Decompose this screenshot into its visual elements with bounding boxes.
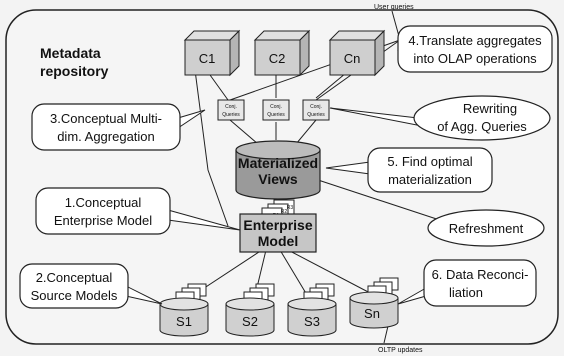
callout-text-line1: 2.Conceptual <box>36 270 113 285</box>
source-label: S3 <box>304 314 320 329</box>
callout-text-line1: Rewriting <box>463 101 517 116</box>
callout-text-line2: into OLAP operations <box>413 51 537 66</box>
source-label: Sn <box>364 306 380 321</box>
oltp-updates-arrow <box>383 325 389 344</box>
user-queries-label: User queries <box>374 4 414 11</box>
callout-data-reconciliation: 6. Data Reconci- liation <box>397 259 537 307</box>
materialized-views-cylinder: Materialized Views <box>235 140 321 200</box>
conj-queries-1: Conj. Queries <box>217 99 245 121</box>
source-s1: S1 <box>159 283 209 337</box>
cube-c1: C1 <box>183 29 241 77</box>
cube-label: C1 <box>199 51 216 66</box>
callout-text-line2: Enterprise Model <box>54 213 152 228</box>
callout-optimal-materialization: 5. Find optimal materialization <box>325 147 493 193</box>
callout-enterprise-model: 1.Conceptual Enterprise Model <box>35 187 241 235</box>
conj-queries-line1: Conj. <box>270 104 282 110</box>
repository-title-line1: Metadata <box>40 45 101 61</box>
callout-text-line1: 3.Conceptual Multi- <box>50 111 162 126</box>
source-label: S1 <box>176 314 192 329</box>
conj-queries-line1: Conj. <box>310 104 322 110</box>
source-s2: S2 <box>225 283 275 337</box>
cube-label: Cn <box>344 51 361 66</box>
enterprise-model-line2: Model <box>258 233 298 249</box>
page-label: R3 <box>287 205 294 211</box>
callout-text-line2: Source Models <box>31 288 118 303</box>
callout-text-line1: 5. Find optimal <box>387 154 472 169</box>
callout-source-models: 2.Conceptual Source Models <box>19 263 163 309</box>
callout-multidim-aggregation: 3.Conceptual Multi- dim. Aggregation <box>31 103 206 151</box>
page-label: R2 <box>281 209 288 215</box>
oltp-updates-label: OLTP updates <box>378 347 423 354</box>
callout-refreshment: Refreshment <box>427 209 545 247</box>
callout-text-line2: materialization <box>388 172 472 187</box>
enterprise-model-box: Enterprise Model <box>239 213 317 253</box>
conj-queries-line1: Conj. <box>225 104 237 110</box>
cube-c2: C2 <box>253 29 311 77</box>
callout-rewriting: Rewriting of Agg. Queries <box>329 95 551 141</box>
callout-text-line1: 4.Translate aggregates <box>408 33 542 48</box>
materialized-views-line1: Materialized <box>238 155 318 171</box>
materialized-views-line2: Views <box>258 171 298 187</box>
conj-queries-line2: Queries <box>222 112 240 118</box>
enterprise-model-line1: Enterprise <box>243 217 312 233</box>
callout-text-line1: 6. Data Reconci- <box>432 267 529 282</box>
conj-queries-3: Conj. Queries <box>302 99 330 121</box>
callout-text-line2: dim. Aggregation <box>57 129 155 144</box>
callout-translate-aggregates: 4.Translate aggregates into OLAP operati… <box>397 25 553 73</box>
cube-label: C2 <box>269 51 286 66</box>
callout-text-line1: 1.Conceptual <box>65 195 142 210</box>
source-s3: S3 <box>287 283 337 337</box>
cube-cn: Cn <box>328 29 386 77</box>
callout-text-line2: of Agg. Queries <box>437 119 527 134</box>
callout-text-line2: liation <box>449 285 483 300</box>
source-label: S2 <box>242 314 258 329</box>
conj-queries-2: Conj. Queries <box>262 99 290 121</box>
repository-title-line2: repository <box>40 63 109 79</box>
callout-text: Refreshment <box>449 221 524 236</box>
conj-queries-line2: Queries <box>267 112 285 118</box>
conj-queries-line2: Queries <box>307 112 325 118</box>
source-sn: Sn <box>349 277 399 329</box>
